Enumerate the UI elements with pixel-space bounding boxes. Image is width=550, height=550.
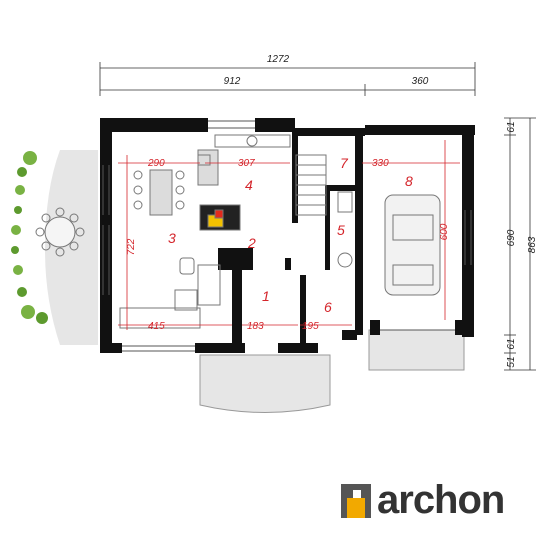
room-2: 2: [247, 235, 256, 251]
brand-name: archon: [377, 478, 505, 522]
left-terrace: [45, 150, 98, 345]
room-8: 8: [405, 173, 413, 189]
dim-290: 290: [147, 158, 165, 169]
dim-195: 195: [302, 321, 319, 332]
front-terrace: [199, 354, 331, 413]
dim-415: 415: [148, 321, 165, 332]
room-6: 6: [324, 299, 332, 315]
right-bottom-b-label: 61: [506, 338, 517, 349]
garage-apron: [368, 329, 465, 371]
overall-width-label: 1272: [267, 54, 290, 65]
dim-722: 722: [126, 238, 137, 255]
room-5: 5: [337, 222, 345, 238]
dim-600: 600: [439, 223, 450, 240]
furniture: [35, 134, 441, 329]
room-1: 1: [262, 288, 270, 304]
right-top-label: 61: [506, 121, 517, 132]
room-dim-lines: [118, 140, 460, 330]
right-bottom-a-label: 51: [506, 356, 517, 367]
dimension-lines: [99, 62, 536, 371]
windows: [102, 120, 472, 352]
garage-width-label: 360: [412, 76, 429, 87]
room-4: 4: [245, 177, 253, 193]
room-3: 3: [168, 230, 176, 246]
dim-330: 330: [372, 158, 389, 169]
room-7: 7: [340, 155, 349, 171]
right-total-label: 863: [527, 236, 538, 253]
right-mid-label: 690: [506, 229, 517, 246]
archon-logo-icon: [341, 484, 371, 518]
left-width-label: 912: [224, 76, 241, 87]
dim-183: 183: [247, 321, 264, 332]
planting: [11, 151, 48, 324]
dim-307: 307: [238, 158, 255, 169]
